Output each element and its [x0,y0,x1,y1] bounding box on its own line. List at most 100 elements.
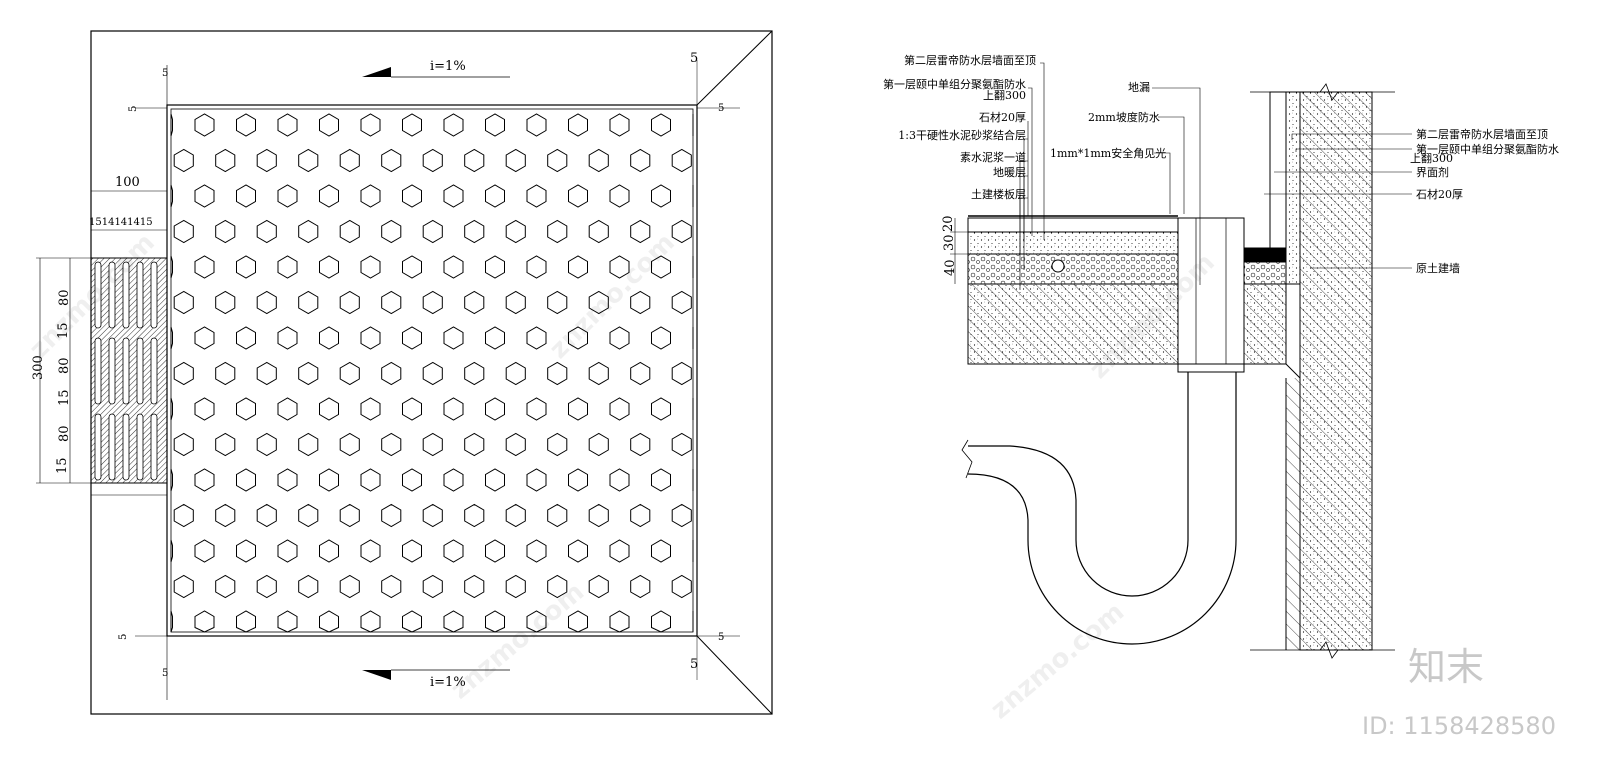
label-right-4: 界面剂 [1416,165,1449,179]
tile-border-outer [166,104,698,637]
hexagon-hole [464,361,485,386]
hexagon-hole [630,148,651,173]
hexagon-hole [588,361,609,386]
hexagon-hole [443,113,464,137]
channel-part-2: 15 [56,322,71,339]
hexagon-hole [215,219,236,244]
dim-5-top-left: 5 [162,68,168,79]
hexagon-hole [298,290,319,315]
hexagon-hole [526,184,547,208]
hexagon-hole [339,503,360,528]
hexagon-hole [671,432,692,457]
channel-part-3: 80 [57,357,72,374]
hexagon-hole [170,397,173,421]
hexagon-hole [422,432,443,457]
hexagon-hole [215,148,236,173]
hexagon-hole [443,397,464,421]
hexagon-hole [402,113,422,137]
channel-slot [136,413,144,481]
layer-dim-40: 40 [943,259,958,276]
hexagon-hole [173,361,194,386]
hexagon-hole [505,432,526,457]
label-left-8: 土建楼板层 [971,187,1026,201]
hexagon-hole [339,148,360,173]
hexagon-hole [298,219,319,244]
hexagon-hole [651,326,671,350]
hexagon-hole [671,219,692,244]
hexagon-hole [277,113,298,137]
hexagon-hole [588,503,609,528]
label-left-7: 地暖层 [993,166,1026,179]
hexagon-hole [402,184,422,208]
hexagon-hole [277,255,298,279]
hexagon-hole [319,397,339,421]
hexagon-hole [526,113,547,137]
watermark-site-5: znzmo.com [985,597,1130,725]
hexagon-hole [505,148,526,173]
channel-slot [150,337,158,405]
hexagon-hole [568,184,588,208]
hexagon-hole [485,610,505,633]
stone-layer [967,217,1179,233]
hexagon-hole [170,539,173,563]
dim-5-right-top: 5 [718,103,724,114]
hexagon-hole [485,255,505,279]
hexagon-hole [173,148,194,173]
hexagon-hole [547,503,568,528]
hexagon-hole [609,255,630,279]
hexagon-hole [547,361,568,386]
hexagon-hole [464,574,485,599]
hexagon-hole [381,432,402,457]
hexagon-hole [485,397,505,421]
hexagon-hole [547,219,568,244]
label-left-3: 上翻300 [983,88,1026,102]
hexagon-hole [443,184,464,208]
hexagon-hole [526,397,547,421]
hexagon-hole [568,113,588,137]
hexagon-hole [277,397,298,421]
hexagon-hole [402,539,422,563]
hexagon-hole [236,184,256,208]
hexagon-hole [485,113,505,137]
hexagon-hole [194,539,215,563]
hexagon-hole [651,610,671,633]
hexagon-hole [609,397,630,421]
hexagon-hole [505,503,526,528]
watermark-logo: 知末 [1408,645,1484,689]
label-drain: 地漏 [1128,81,1150,94]
hexagon-hole [298,503,319,528]
hexagon-hole [298,361,319,386]
hexagon-hole [339,361,360,386]
drain-channel-detail: 100 1514141415 300 80 15 80 15 80 15 [31,175,168,496]
slope-label-top: i=1% [430,59,466,74]
hexagon-hole [588,432,609,457]
hexagon-hole [194,397,215,421]
hexagon-hole [443,255,464,279]
section-view: 20 30 40 第二层雷帝防水层墙面至顶 第一层颐中单组分聚氨酯防水 上翻30… [883,53,1559,659]
channel-slot [122,337,130,405]
hexagon-hole [547,574,568,599]
hexagon-hole [422,219,443,244]
hexagon-hole [630,432,651,457]
channel-segment-dims: 1514141415 [89,217,153,228]
channel-slot [94,261,102,329]
hexagon-hole [256,361,277,386]
hexagon-hole [173,503,194,528]
hexagon-hole [170,184,173,208]
channel-height-dim: 300 [31,355,46,380]
label-right-6: 原土建墙 [1416,261,1460,275]
hexagon-hole [381,361,402,386]
hexagon-hole [464,148,485,173]
hexagon-hole [547,432,568,457]
hexagon-hole [422,574,443,599]
layer-dim-30: 30 [942,234,957,251]
hexagon-hole [630,290,651,315]
hexagon-hole [170,468,173,492]
hexagon-hole [360,326,381,350]
hexagon-hole [277,539,298,563]
hexagon-hole [609,184,630,208]
channel-slot [122,413,130,481]
drain-body [1177,217,1245,365]
hexagon-hole [339,219,360,244]
hexagon-hole [319,326,339,350]
